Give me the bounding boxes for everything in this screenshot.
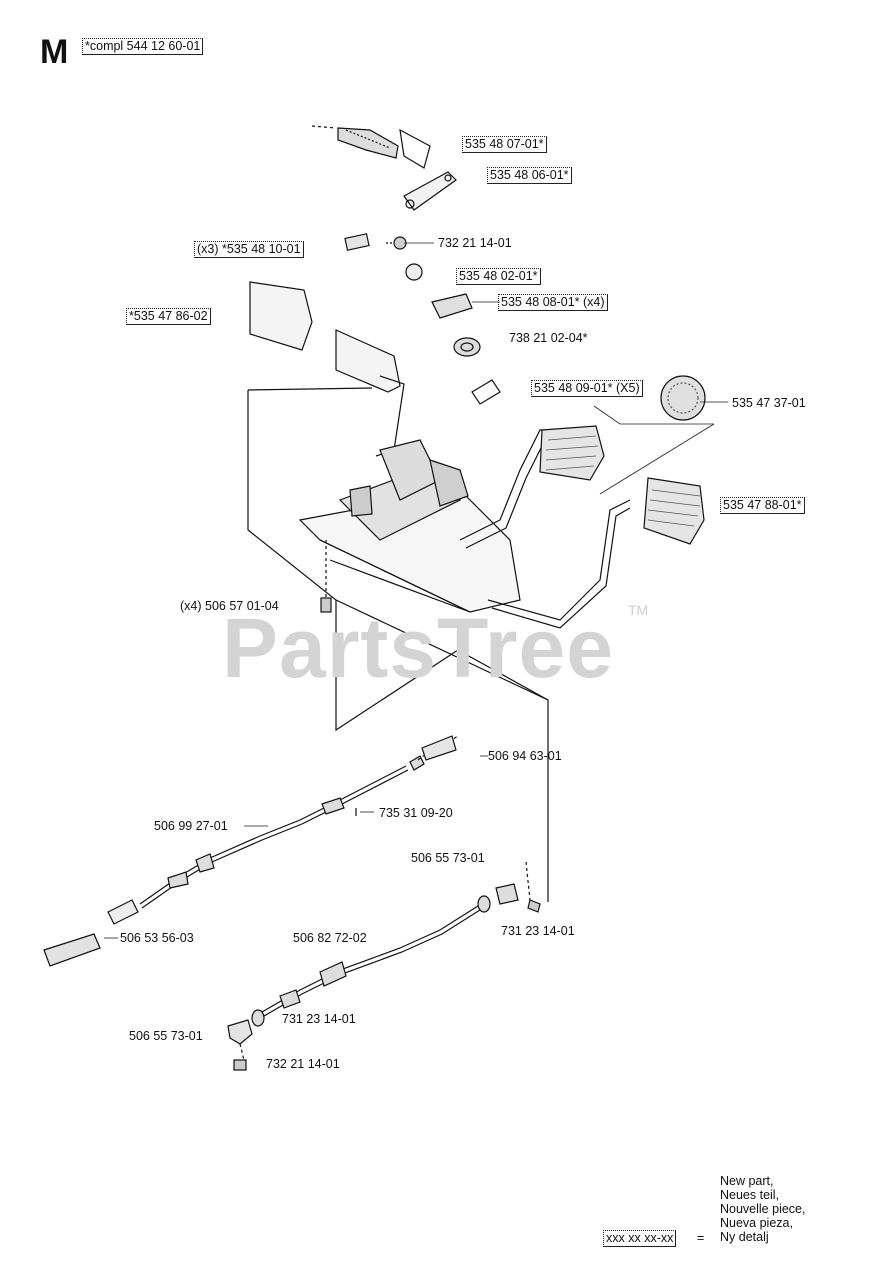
part-callout: 506 94 63-01 (488, 749, 562, 763)
part-callout: 738 21 02-04* (509, 331, 588, 345)
part-callout: 535 48 02-01* (456, 268, 541, 285)
bearing-part (453, 337, 481, 357)
legend-equals: = (697, 1231, 705, 1245)
part-callout: 506 55 73-01 (411, 851, 485, 865)
cable-lower (227, 861, 541, 1071)
part-callout: 535 48 06-01* (487, 167, 572, 184)
legend-line: New part, (720, 1174, 774, 1188)
bushing-part (405, 263, 423, 281)
part-callout: 506 55 73-01 (129, 1029, 203, 1043)
part-callout: 735 31 09-20 (379, 806, 453, 820)
part-callout: 732 21 14-01 (266, 1057, 340, 1071)
part-callout: 731 23 14-01 (282, 1012, 356, 1026)
legend-line: Nouvelle piece, (720, 1202, 806, 1216)
watermark-text: PartsTree (222, 601, 614, 695)
legend-code-sample: xxx xx xx-xx (603, 1230, 677, 1247)
assembly-number-label: *compl 544 12 60-01 (82, 38, 204, 55)
legend-new-part: New part, Neues teil, Nouvelle piece, Nu… (720, 1174, 805, 1244)
part-callout: 535 47 88-01* (720, 497, 805, 514)
pedal-pad-cover-part (249, 281, 313, 351)
part-callout: 506 99 27-01 (154, 819, 228, 833)
watermark-tm: TM (628, 602, 649, 618)
part-callout: 535 48 07-01* (462, 136, 547, 153)
link-plate-part (403, 171, 457, 211)
spring-upper-part (421, 735, 457, 761)
screw-part (320, 597, 332, 613)
legend-line: Neues teil, (720, 1188, 780, 1202)
part-callout: 731 23 14-01 (501, 924, 575, 938)
part-callout: *535 47 86-02 (126, 308, 211, 325)
part-callout: (x3) *535 48 10-01 (194, 241, 304, 258)
legend-line: Ny detalj (720, 1230, 769, 1244)
bracket-part (471, 379, 501, 405)
clip-part (431, 293, 473, 319)
legend-line: Nueva pieza, (720, 1216, 793, 1230)
part-callout: 506 53 56-03 (120, 931, 194, 945)
latch-part-top (311, 125, 431, 169)
spacer-block-part (344, 233, 370, 251)
pedal-rod-lower (487, 499, 631, 621)
part-callout: 535 48 09-01* (X5) (531, 380, 643, 397)
part-callout: 535 48 08-01* (x4) (498, 294, 608, 311)
section-letter: M (40, 33, 69, 71)
part-callout: 732 21 14-01 (438, 236, 512, 250)
cable-upper (43, 735, 459, 967)
pedal-pad-part (335, 329, 401, 393)
pedal-pad-right-upper (539, 425, 605, 481)
spring-lower-part (43, 933, 101, 967)
part-callout: 535 47 37-01 (732, 396, 806, 410)
part-callout: (x4) 506 57 01-04 (180, 599, 279, 613)
leader-line (593, 405, 714, 425)
part-callout: 506 82 72-02 (293, 931, 367, 945)
